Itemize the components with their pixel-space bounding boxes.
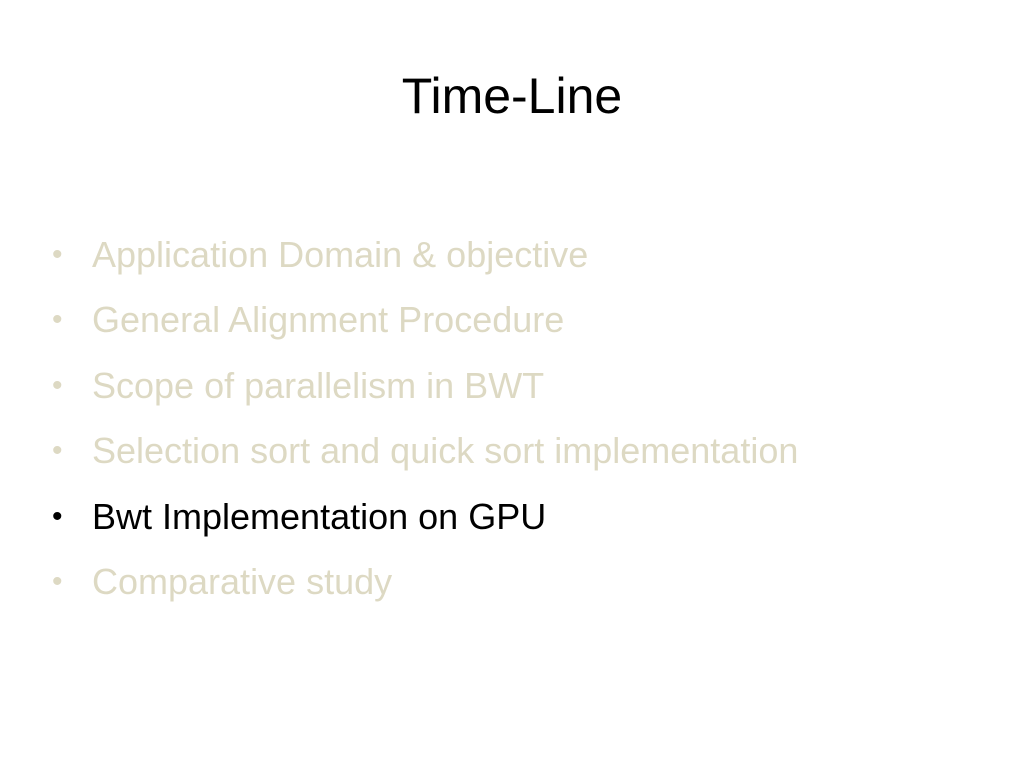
bullet-list: • Application Domain & objective • Gener… bbox=[52, 222, 1002, 615]
bullet-text: Bwt Implementation on GPU bbox=[92, 495, 547, 537]
bullet-item-selection-sort: • Selection sort and quick sort implemen… bbox=[52, 419, 1002, 485]
bullet-item-comparative-study: • Comparative study bbox=[52, 550, 1002, 616]
bullet-dot-icon: • bbox=[52, 499, 63, 533]
bullet-dot-icon: • bbox=[52, 368, 63, 402]
bullet-item-general-alignment: • General Alignment Procedure bbox=[52, 288, 1002, 354]
bullet-dot-icon: • bbox=[52, 237, 63, 271]
bullet-text: General Alignment Procedure bbox=[92, 299, 565, 341]
bullet-text: Selection sort and quick sort implementa… bbox=[92, 430, 799, 472]
bullet-dot-icon: • bbox=[52, 565, 63, 599]
slide-title: Time-Line bbox=[401, 68, 623, 124]
bullet-text: Application Domain & objective bbox=[92, 233, 589, 275]
bullet-item-application-domain: • Application Domain & objective bbox=[52, 222, 1002, 288]
bullet-item-scope-parallelism: • Scope of parallelism in BWT bbox=[52, 353, 1002, 419]
bullet-dot-icon: • bbox=[52, 434, 63, 468]
bullet-text: Comparative study bbox=[92, 561, 393, 603]
bullet-dot-icon: • bbox=[52, 303, 63, 337]
bullet-text: Scope of parallelism in BWT bbox=[92, 364, 545, 406]
bullet-item-bwt-gpu: • Bwt Implementation on GPU bbox=[52, 484, 1002, 550]
